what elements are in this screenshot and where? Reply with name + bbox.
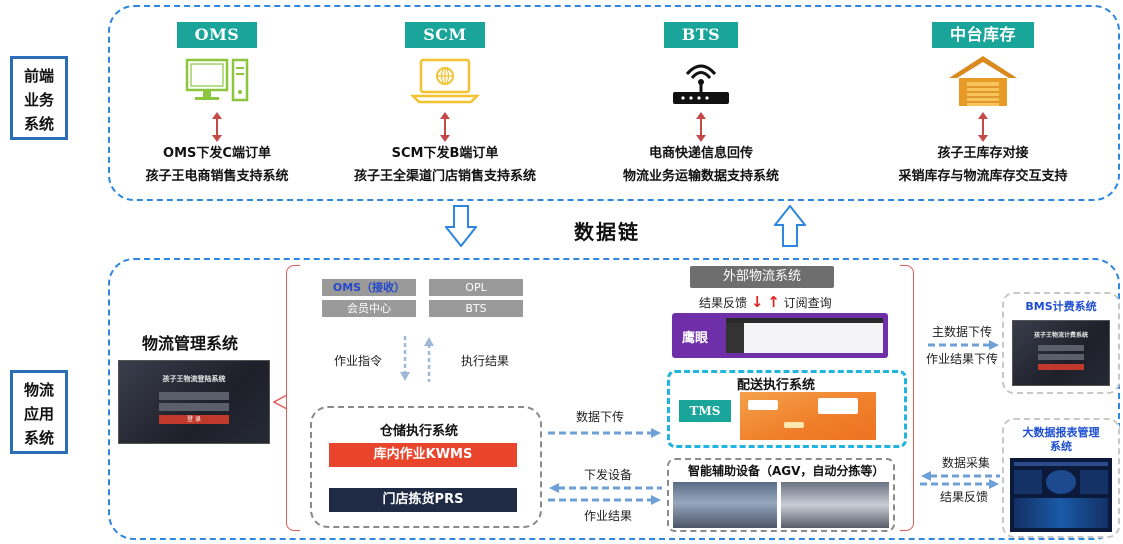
external-logistics-system: 外部物流系统 xyxy=(690,266,834,288)
eagle-eye-screenshot xyxy=(726,318,883,353)
send-device-arrow-icon xyxy=(549,483,662,493)
feedback-text: 结果反馈 xyxy=(699,296,748,310)
delivery-exec-title: 配送执行系统 xyxy=(737,378,816,393)
double-arrow-icon xyxy=(696,112,706,142)
password-field xyxy=(159,403,229,411)
master-data-down-label: 主数据下传 xyxy=(932,325,993,339)
bigdata-dashboard-screenshot xyxy=(1010,458,1112,532)
left-bracket xyxy=(286,265,300,531)
eagle-eye-label: 鹰眼 xyxy=(682,331,709,346)
smart-devices-title: 智能辅助设备（AGV，自动分拣等） xyxy=(688,464,885,478)
tag-bts: BTS xyxy=(429,300,523,317)
system-desc-line2: 物流业务运输数据支持系统 xyxy=(622,169,779,184)
work-result-down-label: 作业结果下传 xyxy=(926,352,999,366)
system-oms: OMS OMS下发C端订单 孩子王电商销售支持系统 xyxy=(92,22,342,188)
system-badge: 中台库存 xyxy=(931,22,1034,48)
data-collect-arrow-icon xyxy=(921,471,1000,481)
prs-block: 门店拣货PRS xyxy=(329,488,517,512)
system-desc-line1: OMS下发C端订单 xyxy=(163,146,271,161)
lms-login-title: 孩子王物流登陆系统 xyxy=(162,375,226,383)
delivery-exec-panel xyxy=(667,370,907,448)
sorter-photo xyxy=(781,482,889,528)
bracket-pointer-icon xyxy=(272,394,288,410)
work-result-arrow-icon xyxy=(548,495,661,505)
up-arrow-icon xyxy=(774,205,806,247)
frontend-systems-panel xyxy=(108,5,1120,201)
eagle-eye-system: 鹰眼 xyxy=(672,313,888,358)
logistics-category-label: 物流 应用 系统 xyxy=(10,370,68,454)
work-result-label: 作业结果 xyxy=(584,509,633,523)
down-dashed-arrow-icon xyxy=(400,336,410,381)
bms-title: BMS计费系统 xyxy=(1025,300,1097,313)
router-icon xyxy=(673,64,729,104)
red-down-arrow-icon: ↓ xyxy=(750,293,764,311)
system-desc-line1: 电商快递信息回传 xyxy=(648,146,753,161)
system-badge: SCM xyxy=(405,22,485,48)
kwms-block: 库内作业KWMS xyxy=(329,443,517,467)
tms-screenshot xyxy=(740,392,876,440)
warehouse-exec-panel xyxy=(310,406,542,528)
logistics-apps-panel xyxy=(108,258,1120,540)
system-desc-line2: 采销库存与物流库存交互支持 xyxy=(898,169,1068,184)
frontend-category-label: 前端 业务 系统 xyxy=(10,56,68,140)
system-badge: BTS xyxy=(663,22,739,48)
system-bts: BTS 电商快递信息回传 物流业务运输数据支持系统 xyxy=(576,22,826,188)
data-collect-label: 数据采集 xyxy=(942,456,991,470)
agv-photo xyxy=(673,482,777,528)
smart-devices-panel xyxy=(667,458,895,532)
username-field xyxy=(159,392,229,400)
up-dashed-arrow-icon xyxy=(424,337,434,382)
result-feedback-arrow-icon xyxy=(920,479,999,489)
tag-member-center: 会员中心 xyxy=(322,300,416,317)
system-badge: OMS xyxy=(176,22,258,48)
bms-screenshot: 孩子王物流计费系统 xyxy=(1012,320,1110,386)
double-arrow-icon xyxy=(440,112,450,142)
result-feedback-label: 结果反馈 xyxy=(940,490,989,504)
data-down-label: 数据下传 xyxy=(576,410,625,424)
computer-icon xyxy=(185,58,249,102)
laptop-icon xyxy=(409,58,481,104)
work-order-label: 作业指令 xyxy=(334,354,383,368)
feedback-label: 结果反馈 ↓ ↑ 订阅查询 xyxy=(699,293,832,311)
right-bracket xyxy=(900,265,914,531)
system-desc-line1: SCM下发B端订单 xyxy=(391,146,499,161)
bigdata-title: 大数据报表管理 系统 xyxy=(1022,426,1100,453)
system-desc-line2: 孩子王全渠道门店销售支持系统 xyxy=(353,169,536,184)
double-arrow-icon xyxy=(978,112,988,142)
bms-screen-title: 孩子王物流计费系统 xyxy=(1033,332,1088,339)
system-inventory: 中台库存 孩子王库存对接 采销库存与物流库存交互支持 xyxy=(858,22,1108,188)
data-chain-label: 数据链 xyxy=(574,220,640,244)
system-scm: SCM SCM下发B端订单 孩子王全渠道门店销售支持系统 xyxy=(320,22,570,188)
down-arrow-icon xyxy=(445,205,477,247)
system-desc-line1: 孩子王库存对接 xyxy=(937,146,1029,161)
data-down-arrow-icon xyxy=(548,428,661,438)
tms-badge: TMS xyxy=(679,400,731,422)
subscribe-text: 订阅查询 xyxy=(783,296,832,310)
login-button: 登 录 xyxy=(159,415,229,424)
system-desc-line2: 孩子王电商销售支持系统 xyxy=(145,169,289,184)
red-up-arrow-icon: ↑ xyxy=(767,293,780,311)
lms-title: 物流管理系统 xyxy=(142,334,239,353)
tag-oms-recv: OMS（接收） xyxy=(322,279,416,296)
warehouse-icon xyxy=(949,56,1017,106)
tag-opl: OPL xyxy=(429,279,523,296)
exec-result-label: 执行结果 xyxy=(461,354,510,368)
send-device-label: 下发设备 xyxy=(584,468,633,482)
warehouse-exec-title: 仓储执行系统 xyxy=(380,424,459,439)
double-arrow-icon xyxy=(212,112,222,142)
lms-login-screenshot: 孩子王物流登陆系统 登 录 xyxy=(118,360,270,444)
master-data-arrow-icon xyxy=(928,340,999,350)
